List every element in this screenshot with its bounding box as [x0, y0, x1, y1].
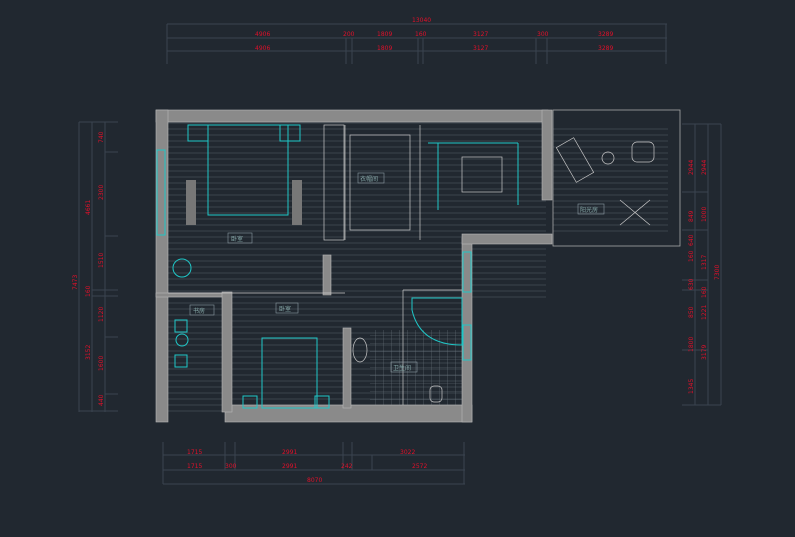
dim-text: 2300 [98, 185, 105, 200]
label-sunroom: 阳光房 [580, 206, 598, 214]
dim-text: 1000 [701, 207, 708, 222]
dim-text: 1600 [98, 356, 105, 371]
dim-text: 1120 [98, 307, 105, 322]
label-walk-in-closet: 衣帽间 [360, 175, 378, 183]
label-bedroom: 卧室 [279, 305, 291, 313]
windows [156, 149, 472, 361]
dim-text: 440 [98, 394, 105, 406]
master-bed [207, 124, 289, 216]
dim-text: 1800 [688, 337, 695, 352]
top-dimensions: 13040 4906 200 1809 160 3127 300 3289 49… [166, 17, 667, 64]
bathtub [411, 297, 463, 346]
dim-text: 242 [341, 463, 353, 470]
dim-text: 4661 [85, 200, 92, 215]
dim-text: 2944 [688, 160, 695, 175]
label-bathroom: 卫生间 [393, 364, 411, 372]
dim-text: 2991 [282, 449, 297, 456]
dim-text: 1221 [701, 305, 708, 320]
bedroom-bed [261, 337, 318, 409]
right-dimensions: 2944 849 640 160 630 850 1800 1345 2944 … [682, 123, 722, 406]
walls [155, 109, 681, 423]
dim-text: 300 [225, 463, 237, 470]
furniture [172, 124, 655, 409]
dim-text: 3127 [473, 45, 488, 52]
label-master-bedroom: 卧室 [231, 235, 243, 243]
dim-text: 3179 [701, 345, 708, 360]
dim-text: 740 [98, 131, 105, 143]
dim-text: 3152 [85, 345, 92, 360]
dim-text: 640 [688, 234, 695, 246]
dim-text: 160 [415, 31, 427, 38]
dim-text: 2991 [282, 463, 297, 470]
dim-text: 3022 [400, 449, 415, 456]
dim-text: 2944 [701, 160, 708, 175]
dim-text: 4906 [255, 45, 270, 52]
dim-text: 4906 [255, 31, 270, 38]
dim-right-overall: 7300 [714, 265, 721, 280]
dim-text: 1510 [98, 253, 105, 268]
dim-text: 3289 [598, 31, 613, 38]
dim-text: 1345 [688, 379, 695, 394]
left-dimensions: 7473 4661 160 3152 740 2300 1510 1120 16… [72, 121, 118, 412]
dim-text: 1715 [187, 463, 202, 470]
room-labels: 卧室 衣帽间 阳光房 书房 卧室 卫生间 [189, 172, 605, 373]
dim-text: 1809 [377, 31, 392, 38]
dim-text: 849 [688, 210, 695, 222]
dim-text: 160 [688, 250, 695, 262]
dim-text: 3127 [473, 31, 488, 38]
dim-text: 300 [537, 31, 549, 38]
dim-text: 2572 [412, 463, 427, 470]
dim-text: 1715 [187, 449, 202, 456]
dim-top-overall: 13040 [412, 17, 431, 24]
bottom-dimensions: 1715 2991 3022 1715 300 2991 242 2572 80… [162, 442, 465, 485]
dim-text: 160 [701, 286, 708, 298]
dim-text: 160 [85, 285, 92, 297]
dim-left-overall: 7473 [72, 275, 79, 290]
dim-text: 200 [343, 31, 355, 38]
dim-text: 850 [688, 306, 695, 318]
label-study: 书房 [193, 307, 205, 315]
dim-text: 1317 [701, 255, 708, 270]
dim-bottom-overall: 8070 [307, 477, 322, 484]
dim-text: 3289 [598, 45, 613, 52]
floors [163, 122, 668, 414]
dim-text: 630 [688, 278, 695, 290]
dim-text: 1809 [377, 45, 392, 52]
